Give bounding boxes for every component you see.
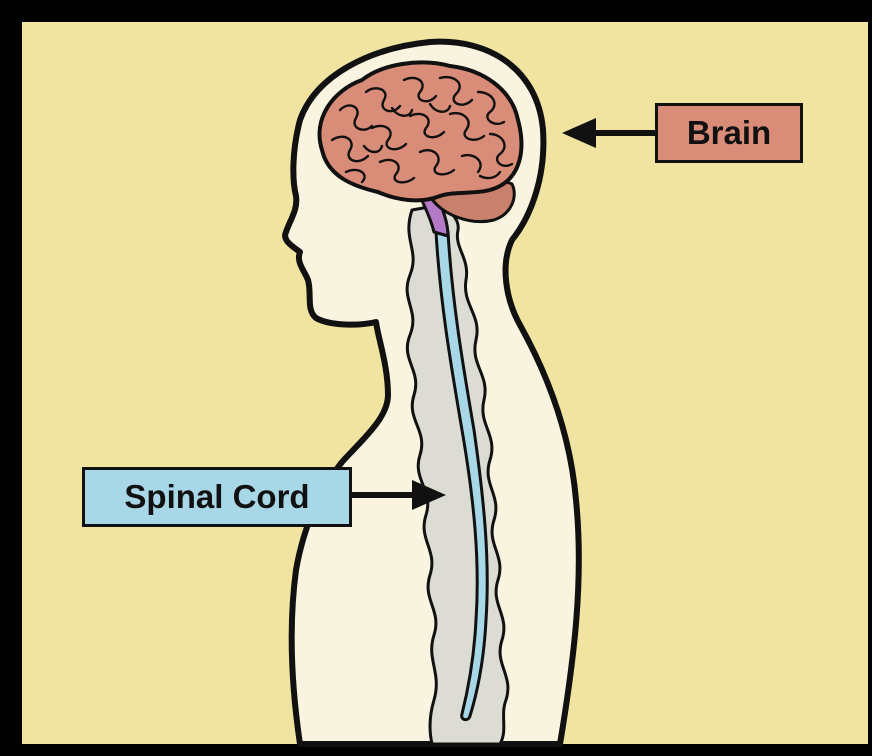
spinal-cord-label-text: Spinal Cord (124, 478, 309, 516)
brain-label-text: Brain (687, 114, 771, 152)
brain-label: Brain (655, 103, 803, 163)
spinal-cord-label: Spinal Cord (82, 467, 352, 527)
